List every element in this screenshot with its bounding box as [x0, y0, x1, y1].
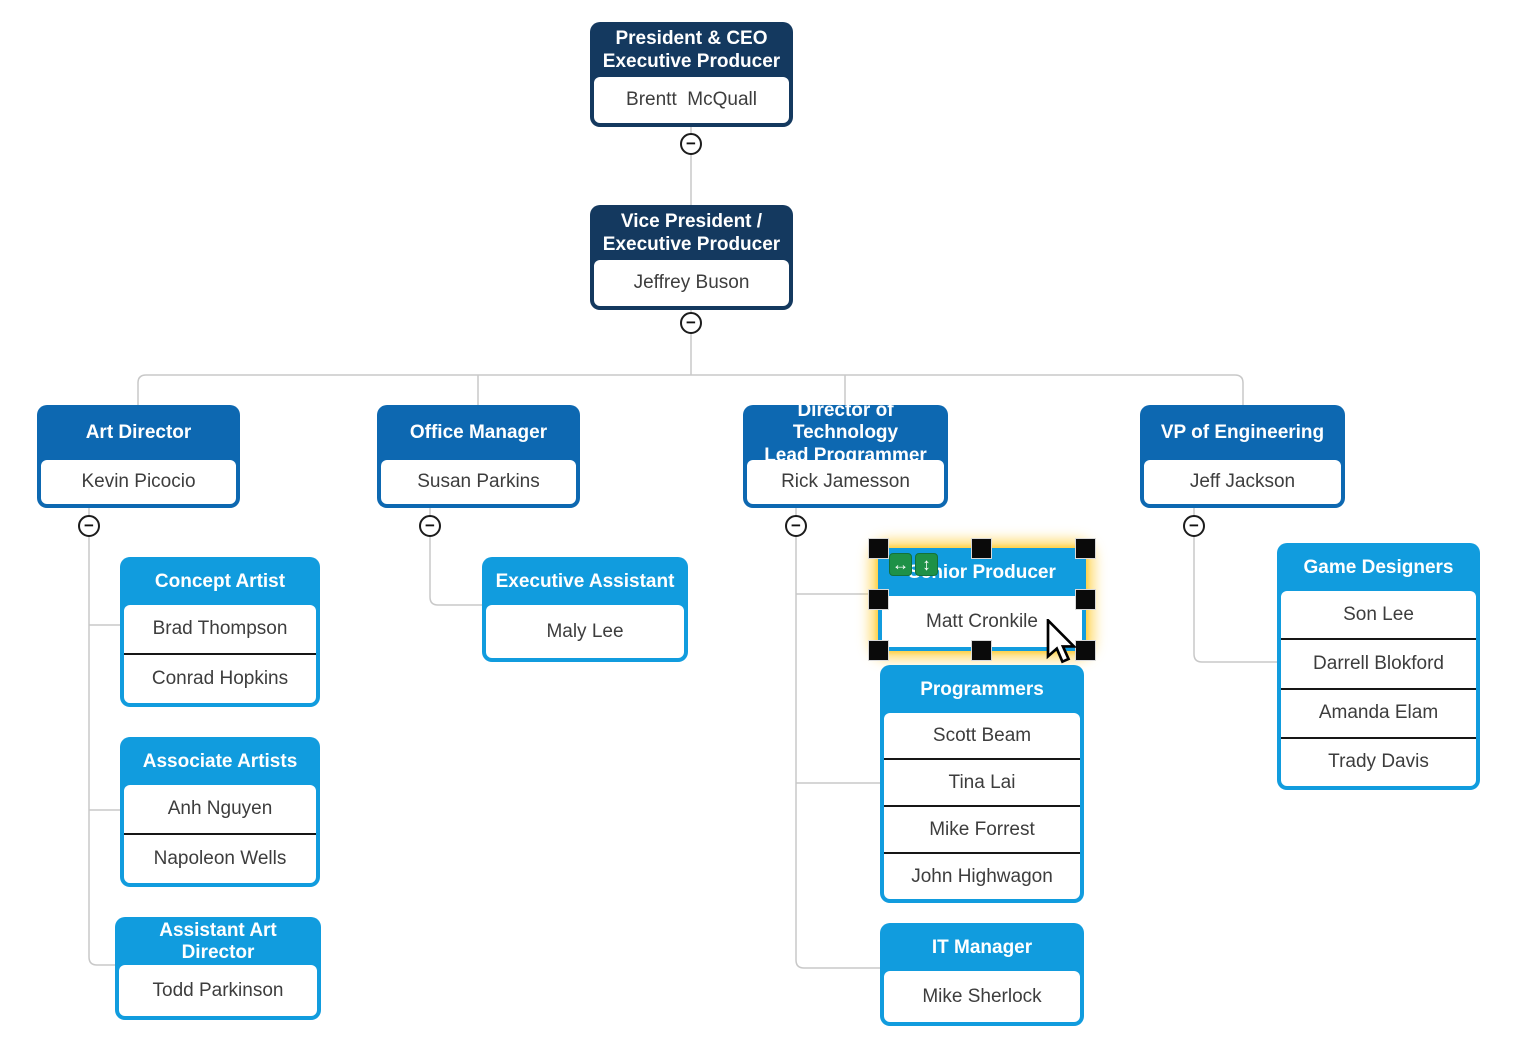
- node-title: Assistant Art Director: [159, 919, 277, 963]
- node-member: Trady Davis: [1281, 736, 1476, 786]
- node-member: Anh Nguyen: [167, 798, 273, 819]
- node-body: Rick Jamesson: [747, 460, 944, 504]
- collapse-button-director-technology[interactable]: −: [785, 515, 807, 537]
- node-member: Todd Parkinson: [152, 979, 284, 1001]
- org-node-assistant-art-director[interactable]: Assistant Art Director Todd Parkinson: [115, 917, 321, 1020]
- node-body: Mike Sherlock: [884, 971, 1080, 1022]
- org-node-director-technology[interactable]: Director of Technology Lead Programmer R…: [743, 399, 948, 508]
- org-node-vice-president[interactable]: Vice President / Executive Producer Jeff…: [590, 205, 793, 310]
- node-member: Matt Cronkile: [926, 610, 1038, 632]
- node-member: Darrell Blokford: [1281, 638, 1476, 687]
- node-title: Director of Technology Lead Programmer: [764, 399, 927, 466]
- node-body: Brentt McQuall: [594, 77, 789, 123]
- node-title: President & CEO Executive Producer: [602, 28, 781, 72]
- node-member: Brad Thompson: [152, 618, 288, 639]
- node-member: Conrad Hopkins: [124, 653, 316, 703]
- node-title: Associate Artists: [142, 750, 298, 772]
- connector: [795, 508, 880, 969]
- node-body: Jeffrey Buson: [594, 260, 789, 306]
- org-node-programmers[interactable]: Programmers Scott Beam Tina Lai Mike For…: [880, 665, 1084, 903]
- node-body: Brad Thompson Conrad Hopkins: [124, 605, 316, 703]
- org-node-president-ceo[interactable]: President & CEO Executive Producer Brent…: [590, 22, 793, 127]
- node-body: Maly Lee: [486, 605, 684, 658]
- org-node-office-manager[interactable]: Office Manager Susan Parkins: [377, 405, 580, 508]
- node-body: Kevin Picocio: [41, 460, 236, 504]
- node-title: VP of Engineering: [1160, 422, 1325, 444]
- node-body: Scott Beam Tina Lai Mike Forrest John Hi…: [884, 713, 1080, 899]
- node-body: Son Lee Darrell Blokford Amanda Elam Tra…: [1281, 591, 1476, 786]
- org-node-vp-engineering[interactable]: VP of Engineering Jeff Jackson: [1140, 405, 1345, 508]
- selection-handle-sw[interactable]: [868, 640, 889, 661]
- selection-handle-e[interactable]: [1075, 589, 1096, 610]
- node-body: Todd Parkinson: [119, 965, 317, 1016]
- node-member: Napoleon Wells: [124, 833, 316, 883]
- node-member: Maly Lee: [546, 620, 624, 642]
- selection-handle-ne[interactable]: [1075, 538, 1096, 559]
- node-title: Programmers: [920, 678, 1044, 700]
- mouse-cursor: [1046, 619, 1076, 664]
- collapse-button-president[interactable]: −: [680, 133, 702, 155]
- node-title: Art Director: [85, 422, 192, 444]
- node-member: Mike Forrest: [884, 805, 1080, 852]
- selection-handle-w[interactable]: [868, 589, 889, 610]
- collapse-button-vice-president[interactable]: −: [680, 312, 702, 334]
- node-title: Executive Assistant: [495, 570, 675, 592]
- selection-handle-n[interactable]: [971, 538, 992, 559]
- node-body: Susan Parkins: [381, 460, 576, 504]
- node-member: Kevin Picocio: [81, 471, 196, 492]
- collapse-button-office-manager[interactable]: −: [419, 515, 441, 537]
- node-member: Amanda Elam: [1281, 687, 1476, 737]
- node-member: Rick Jamesson: [781, 471, 910, 492]
- connector: [1193, 508, 1277, 663]
- node-title: Concept Artist: [154, 570, 286, 592]
- vertical-arrows-icon[interactable]: ↕: [915, 553, 938, 576]
- node-member: Mike Sherlock: [922, 985, 1042, 1007]
- selection-handle-nw[interactable]: [868, 538, 889, 559]
- node-member: Tina Lai: [884, 758, 1080, 805]
- node-title: Vice President / Executive Producer: [602, 211, 781, 255]
- horizontal-arrows-icon[interactable]: ↔: [889, 553, 912, 576]
- node-body: Jeff Jackson: [1144, 460, 1341, 504]
- node-member: Son Lee: [1343, 603, 1414, 625]
- collapse-button-art-director[interactable]: −: [78, 515, 100, 537]
- node-title: IT Manager: [931, 936, 1033, 958]
- connector: [88, 508, 115, 966]
- node-member: Jeff Jackson: [1189, 471, 1296, 492]
- selection-handle-se[interactable]: [1075, 640, 1096, 661]
- node-title: Game Designers: [1303, 556, 1454, 578]
- org-node-game-designers[interactable]: Game Designers Son Lee Darrell Blokford …: [1277, 543, 1480, 790]
- node-member: Susan Parkins: [417, 471, 540, 492]
- node-member: Scott Beam: [932, 724, 1032, 746]
- org-node-executive-assistant[interactable]: Executive Assistant Maly Lee: [482, 557, 688, 662]
- node-body: Anh Nguyen Napoleon Wells: [124, 785, 316, 883]
- org-node-it-manager[interactable]: IT Manager Mike Sherlock: [880, 923, 1084, 1026]
- node-member: John Highwagon: [884, 852, 1080, 899]
- connector: [429, 508, 482, 606]
- selection-handle-s[interactable]: [971, 640, 992, 661]
- node-title: Office Manager: [409, 422, 548, 444]
- org-node-art-director[interactable]: Art Director Kevin Picocio: [37, 405, 240, 508]
- collapse-button-vp-engineering[interactable]: −: [1183, 515, 1205, 537]
- org-node-associate-artists[interactable]: Associate Artists Anh Nguyen Napoleon We…: [120, 737, 320, 887]
- node-member: Brentt McQuall: [626, 89, 757, 110]
- connector: [137, 374, 1244, 405]
- org-node-concept-artist[interactable]: Concept Artist Brad Thompson Conrad Hopk…: [120, 557, 320, 707]
- node-member: Jeffrey Buson: [633, 272, 750, 293]
